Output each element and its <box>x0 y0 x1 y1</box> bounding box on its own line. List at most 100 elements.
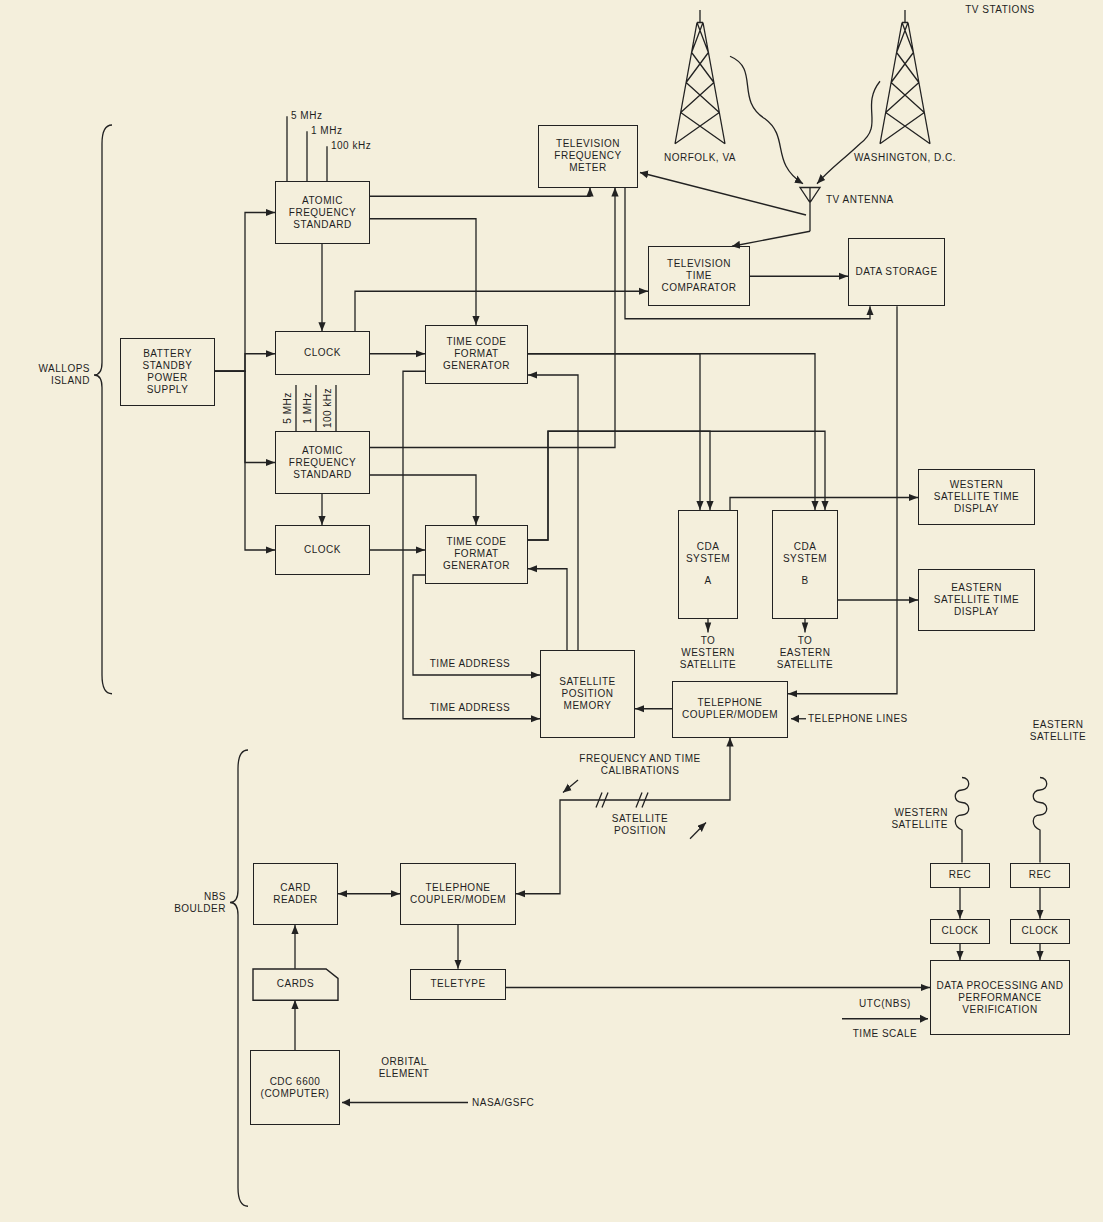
box-text: EASTERN SATELLITE TIME DISPLAY <box>924 582 1029 618</box>
process-box: TIME CODE FORMAT GENERATOR <box>425 325 528 384</box>
annotation-label: 1 MHz <box>302 392 314 423</box>
box-text: TELEVISION FREQUENCY METER <box>544 138 632 174</box>
signal-line <box>370 219 476 325</box>
card-outline <box>253 969 338 1000</box>
box-text: ATOMIC FREQUENCY STANDARD <box>281 445 364 481</box>
signal-line <box>1039 944 1040 960</box>
process-box: DATA PROCESSING AND PERFORMANCE VERIFICA… <box>930 960 1070 1035</box>
output-arrow <box>342 619 928 1103</box>
box-text: CDC 6600 (COMPUTER) <box>256 1076 334 1100</box>
box-text: CDA SYSTEM <box>684 541 732 565</box>
process-box: CLOCK <box>930 919 990 944</box>
box-text: WESTERN SATELLITE TIME DISPLAY <box>924 479 1029 515</box>
process-box: TIME CODE FORMAT GENERATOR <box>425 525 528 584</box>
annotation-label: 100 kHz <box>331 140 371 152</box>
signal-line <box>750 276 848 277</box>
box-text: CLOCK <box>304 544 341 556</box>
box-text: TELEPHONE COUPLER/MODEM <box>406 882 510 906</box>
broadcast-signal <box>730 56 803 184</box>
process-box: CLOCK <box>1010 919 1070 944</box>
box-text: CARD READER <box>259 882 332 906</box>
process-box: ATOMIC FREQUENCY STANDARD <box>275 181 370 244</box>
tv-tower <box>880 10 930 144</box>
box-text: A <box>704 575 711 587</box>
annotation-label: TELEPHONE LINES <box>808 713 908 725</box>
broadcast-signal <box>817 81 880 184</box>
process-box: TELETYPE <box>410 969 506 1000</box>
annotation-label: 5 MHz <box>291 110 322 122</box>
signal-line <box>1039 888 1040 919</box>
signal-line <box>528 375 578 650</box>
signal-line <box>516 738 730 894</box>
box-text: TIME CODE FORMAT GENERATOR <box>431 336 522 372</box>
annotation-label: TV STATIONS <box>965 4 1035 16</box>
signal-line <box>506 987 930 988</box>
signal-line <box>321 244 322 332</box>
box-text: B <box>801 575 808 587</box>
box-text: CLOCK <box>304 347 341 359</box>
antenna-symbol <box>800 188 820 232</box>
process-box: CLOCK <box>275 331 370 375</box>
annotation-label: 100 kHz <box>322 387 334 427</box>
process-box: CDC 6600 (COMPUTER) <box>250 1050 340 1125</box>
output-arrow <box>342 1102 468 1103</box>
broadcast-signal <box>730 56 880 184</box>
annotation-label: TO EASTERN SATELLITE <box>772 635 838 671</box>
signal-line <box>413 575 540 675</box>
antenna-feed <box>640 173 810 247</box>
box-text: TELETYPE <box>430 978 485 990</box>
signal-line <box>528 431 710 540</box>
annotation-label: ORBITAL ELEMENT <box>371 1056 437 1080</box>
signal-line <box>403 371 540 719</box>
box-text: SATELLITE POSITION MEMORY <box>546 676 629 712</box>
signal-line <box>294 1000 295 1050</box>
bracket <box>94 125 112 694</box>
process-box: REC <box>1010 863 1070 888</box>
output-arrow <box>842 1018 928 1019</box>
signal-line <box>959 944 960 960</box>
helical-antenna <box>955 778 969 863</box>
box-text: TELEPHONE COUPLER/MODEM <box>678 697 782 721</box>
annotation-label: NBS BOULDER <box>170 891 226 915</box>
box-text: DATA STORAGE <box>855 266 937 278</box>
process-box: EASTERN SATELLITE TIME DISPLAY <box>918 569 1035 632</box>
signal-line <box>635 708 672 709</box>
annotation-label: TIME SCALE <box>853 1028 917 1040</box>
process-box: BATTERY STANDBY POWER SUPPLY <box>120 338 215 407</box>
process-box: TELEPHONE COUPLER/MODEM <box>672 681 788 737</box>
box-text: BATTERY STANDBY POWER SUPPLY <box>126 348 209 396</box>
output-arrow <box>707 619 708 633</box>
signal-line <box>959 888 960 919</box>
signal-line <box>321 494 322 525</box>
tv-tower <box>675 10 930 144</box>
antenna-symbol <box>800 188 820 232</box>
signal-line <box>215 354 275 372</box>
process-box: DATA STORAGE <box>848 238 945 307</box>
annotation-label: TV ANTENNA <box>826 194 894 206</box>
signal-line <box>338 893 400 894</box>
box-text: DATA PROCESSING AND PERFORMANCE VERIFICA… <box>936 980 1064 1016</box>
signal-line <box>215 213 275 372</box>
frequency-output <box>287 116 336 431</box>
bracket <box>230 750 248 1206</box>
process-box: CARD READER <box>253 863 338 926</box>
antenna-feed <box>640 173 806 216</box>
process-box: CDA SYSTEMB <box>772 510 838 619</box>
tv-tower <box>675 10 725 144</box>
box-text: ATOMIC FREQUENCY STANDARD <box>281 195 364 231</box>
box-text: REC <box>1029 869 1052 881</box>
bracket <box>94 125 248 1206</box>
annotation-label: TO WESTERN SATELLITE <box>675 635 741 671</box>
output-arrow <box>690 823 706 839</box>
annotation-label: WASHINGTON, D.C. <box>854 152 956 164</box>
output-arrow <box>804 619 805 633</box>
annotation-label: FREQUENCY AND TIME CALIBRATIONS <box>573 753 708 777</box>
output-arrow <box>791 718 806 719</box>
box-text: REC <box>949 869 972 881</box>
annotation-label: EASTERN SATELLITE <box>1023 719 1093 743</box>
line-label: TIME ADDRESS <box>428 702 512 714</box>
signal-line <box>294 925 295 969</box>
box-text: CLOCK <box>1022 925 1059 937</box>
